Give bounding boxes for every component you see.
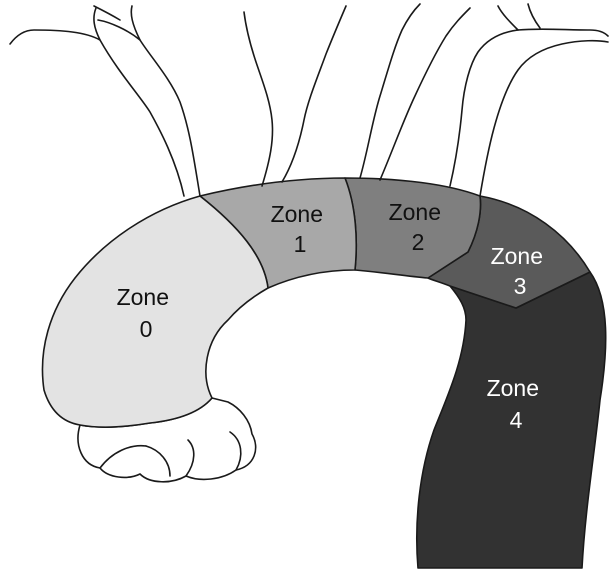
supra-aortic-branches xyxy=(10,4,608,196)
zone-0-segment xyxy=(42,196,268,427)
